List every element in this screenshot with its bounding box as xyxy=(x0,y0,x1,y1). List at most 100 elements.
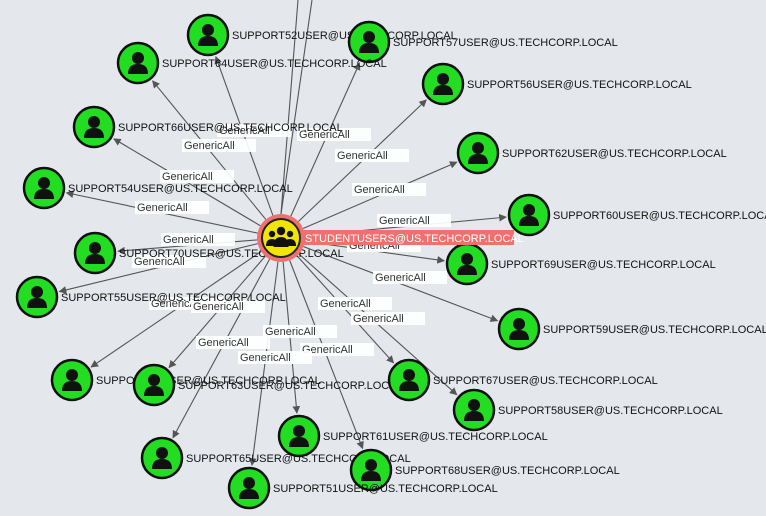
edge-label-background xyxy=(318,297,392,310)
user-icon xyxy=(198,24,218,46)
user-node-label: SUPPORT54USER@US.TECHCORP.LOCAL xyxy=(68,183,293,195)
edge-label-background xyxy=(182,139,256,152)
edge-label-text: GenericAll xyxy=(375,272,426,284)
user-node-label: SUPPORT60USER@US.TECHCORP.LOCAL xyxy=(553,210,766,222)
edge-label-support54: GenericAll xyxy=(135,201,209,214)
user-icon xyxy=(239,477,259,499)
edge-label-text: GenericAll xyxy=(302,344,353,356)
user-icon xyxy=(468,142,488,164)
user-node-label: SUPPORT61USER@US.TECHCORP.LOCAL xyxy=(323,431,548,443)
user-node-label: SUPPORT55USER@US.TECHCORP.LOCAL xyxy=(61,292,286,304)
user-node-label: SUPPORT58USER@US.TECHCORP.LOCAL xyxy=(498,405,723,417)
center-label: STUDENTUSERS@US.TECHCORP.LOCAL xyxy=(305,233,524,245)
user-icon xyxy=(509,318,529,340)
edge-label-text: GenericAll xyxy=(354,184,405,196)
edge-label-background xyxy=(263,325,337,338)
user-node-label: SUPPORT51USER@US.TECHCORP.LOCAL xyxy=(273,483,498,495)
edge-label-text: GenericAll xyxy=(137,202,188,214)
edge-label-support51: GenericAll xyxy=(238,351,312,364)
edge-label-text: GenericAll xyxy=(162,171,213,183)
nodes-layer: SUPPORT52USER@US.TECHCORP.LOCALSUPPORT57… xyxy=(15,13,766,510)
edge-label-text: GenericAll xyxy=(299,129,350,141)
edge-label-background xyxy=(160,170,234,183)
user-node-support60[interactable]: SUPPORT60USER@US.TECHCORP.LOCAL xyxy=(507,193,766,237)
user-icon xyxy=(62,369,82,391)
edge-label-support60: GenericAll xyxy=(377,214,451,227)
edge-label-support62: GenericAll xyxy=(352,183,426,196)
edge-label-background xyxy=(300,343,374,356)
user-node-support67[interactable]: SUPPORT67USER@US.TECHCORP.LOCAL xyxy=(387,358,658,402)
edge-label-support56: GenericAll xyxy=(335,149,409,162)
user-node-support55[interactable]: SUPPORT55USER@US.TECHCORP.LOCAL xyxy=(15,275,286,319)
user-node-support62[interactable]: SUPPORT62USER@US.TECHCORP.LOCAL xyxy=(456,131,727,175)
user-node-support59[interactable]: SUPPORT59USER@US.TECHCORP.LOCAL xyxy=(497,307,766,351)
edge-offscreen xyxy=(280,0,313,215)
edge-label-text: GenericAll xyxy=(151,298,202,310)
edge-label-text: GenericAll xyxy=(219,125,270,137)
user-node-support61[interactable]: SUPPORT61USER@US.TECHCORP.LOCAL xyxy=(277,414,548,458)
user-node-support52[interactable]: SUPPORT52USER@US.TECHCORP.LOCAL xyxy=(186,13,457,57)
user-node-label: SUPPORT52USER@US.TECHCORP.LOCAL xyxy=(232,30,457,42)
user-node-label: SUPPORT64USER@US.TECHCORP.LOCAL xyxy=(162,58,387,70)
user-node-support51[interactable]: SUPPORT51USER@US.TECHCORP.LOCAL xyxy=(227,466,498,510)
user-node-support57[interactable]: SUPPORT57USER@US.TECHCORP.LOCAL xyxy=(347,20,618,64)
edge-label-text: GenericAll xyxy=(198,337,249,349)
edge-label-background xyxy=(238,351,312,364)
edge-label-text: GenericAll xyxy=(265,326,316,338)
user-node-support54[interactable]: SUPPORT54USER@US.TECHCORP.LOCAL xyxy=(22,166,293,210)
edge-label-text: GenericAll xyxy=(193,301,244,313)
edge-label-text: GenericAll xyxy=(337,150,388,162)
user-icon xyxy=(84,116,104,138)
user-node-support58[interactable]: SUPPORT58USER@US.TECHCORP.LOCAL xyxy=(452,388,723,432)
user-icon xyxy=(27,286,47,308)
edge-label-text: GenericAll xyxy=(320,298,371,310)
edge-label-background xyxy=(196,336,270,349)
user-node-support64[interactable]: SUPPORT64USER@US.TECHCORP.LOCAL xyxy=(116,41,387,85)
user-icon xyxy=(128,52,148,74)
edge-label-background xyxy=(132,255,206,268)
user-icon xyxy=(144,374,164,396)
user-node-label: SUPPORT62USER@US.TECHCORP.LOCAL xyxy=(502,148,727,160)
edge-label-background xyxy=(377,214,451,227)
edge-label-support65: GenericAll xyxy=(196,336,270,349)
user-node-support69[interactable]: SUPPORT69USER@US.TECHCORP.LOCAL xyxy=(445,242,716,286)
user-node-label: SUPPORT57USER@US.TECHCORP.LOCAL xyxy=(393,37,618,49)
user-icon xyxy=(289,425,309,447)
edge-label-support57: GenericAll xyxy=(297,128,371,141)
user-icon xyxy=(457,253,477,275)
edge-label-background xyxy=(161,233,235,246)
edge-label-text: GenericAll xyxy=(240,352,291,364)
user-node-support63[interactable]: SUPPORT63USER@US.TECHCORP.LOCAL xyxy=(132,363,403,407)
user-node-label: SUPPORT59USER@US.TECHCORP.LOCAL xyxy=(543,324,766,336)
edge-label-text: GenericAll xyxy=(353,313,404,325)
user-icon xyxy=(361,459,381,481)
edge-label-background xyxy=(373,271,447,284)
user-icon xyxy=(152,447,172,469)
user-node-label: SUPPORT68USER@US.TECHCORP.LOCAL xyxy=(395,465,620,477)
user-icon xyxy=(359,31,379,53)
user-node-label: SUPPORT67USER@US.TECHCORP.LOCAL xyxy=(433,375,658,387)
edge-offscreen xyxy=(280,0,299,215)
edge-label-support68: GenericAll xyxy=(300,343,374,356)
user-node-label: SUPPORT63USER@US.TECHCORP.LOCAL xyxy=(178,380,403,392)
user-node-support56[interactable]: SUPPORT56USER@US.TECHCORP.LOCAL xyxy=(421,62,692,106)
edge-label-support70: GenericAll xyxy=(161,233,235,246)
center-label-background xyxy=(303,230,514,245)
edge-label-text: GenericAll xyxy=(379,215,430,227)
group-icon xyxy=(266,226,296,247)
edge-label-support52: GenericAll xyxy=(217,124,291,137)
edge-label-support67: GenericAll xyxy=(318,297,392,310)
user-node-label: SUPPORT56USER@US.TECHCORP.LOCAL xyxy=(467,79,692,91)
edge-label-support63: GenericAll xyxy=(191,300,265,313)
user-node-label: SUPPORT69USER@US.TECHCORP.LOCAL xyxy=(491,259,716,271)
edge-label-support66: GenericAll xyxy=(160,170,234,183)
user-node-support66[interactable]: SUPPORT66USER@US.TECHCORP.LOCAL xyxy=(72,105,343,149)
user-node-support68[interactable]: SUPPORT68USER@US.TECHCORP.LOCAL xyxy=(349,448,620,492)
edge-label-background xyxy=(352,183,426,196)
center-node[interactable]: STUDENTUSERS@US.TECHCORP.LOCAL xyxy=(257,214,524,262)
edge-label-support64: GenericAll xyxy=(182,139,256,152)
edge-label-text: GenericAll xyxy=(134,256,185,268)
user-icon xyxy=(85,242,105,264)
